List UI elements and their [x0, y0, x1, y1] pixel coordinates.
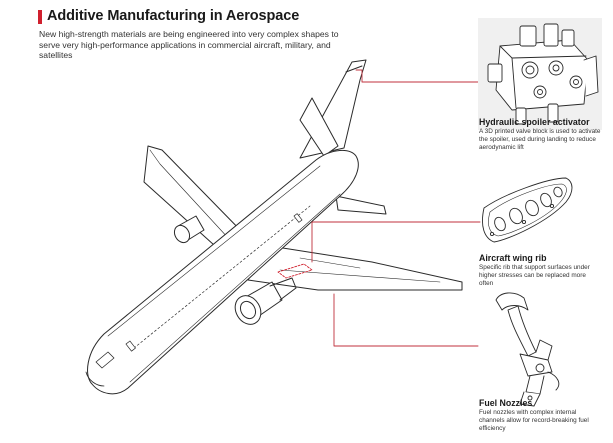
- wing-rib-part: [482, 177, 573, 243]
- callout-desc-fuel-nozzles: Fuel nozzles with complex internal chann…: [479, 409, 589, 432]
- page-title: Additive Manufacturing in Aerospace: [47, 8, 300, 24]
- airplane: [85, 59, 463, 395]
- page-subtitle: New high-strength materials are being en…: [39, 29, 339, 61]
- right-horizontal-stabilizer: [335, 195, 387, 215]
- hydraulic-spoiler-part: [478, 18, 602, 130]
- fuselage: [87, 150, 359, 395]
- callout-desc-hydraulic-spoiler: A 3D printed valve block is used to acti…: [479, 128, 601, 151]
- leader-wing-rib: [311, 221, 481, 263]
- left-engine: [173, 215, 205, 244]
- leader-fuel-nozzle: [333, 293, 479, 347]
- callout-desc-wing-rib: Specific rib that support surfaces under…: [479, 264, 590, 287]
- leader-lines: [311, 69, 481, 347]
- left-wing: [143, 145, 249, 255]
- callout-title-wing-rib: Aircraft wing rib: [479, 253, 547, 263]
- cockpit-windows: [95, 351, 115, 369]
- right-wing: [247, 245, 463, 291]
- right-engine: [234, 277, 297, 325]
- title-accent-bar: [38, 10, 42, 24]
- wing-rib-highlight: [277, 263, 313, 279]
- fuel-nozzle-part: [495, 292, 560, 407]
- left-horizontal-stabilizer: [299, 97, 339, 157]
- leader-spoiler: [355, 69, 479, 83]
- callout-title-hydraulic-spoiler: Hydraulic spoiler activator: [479, 117, 590, 127]
- callout-title-fuel-nozzles: Fuel Nozzles: [479, 398, 533, 408]
